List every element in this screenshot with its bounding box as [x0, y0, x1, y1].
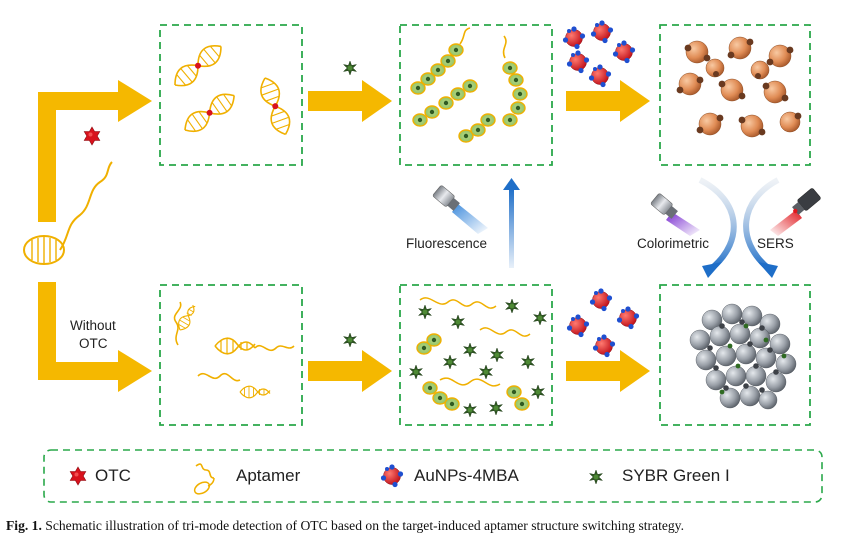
panel-dispersed-aunps — [659, 24, 811, 166]
main-flow-arrows — [38, 80, 650, 392]
caption-label: Fig. 1. — [6, 518, 42, 533]
legend-otc-label: OTC — [95, 466, 131, 485]
panel-aggregated-aunps — [659, 284, 811, 426]
aptamer-otc-complexes — [174, 45, 291, 136]
arrow-top-2 — [566, 80, 650, 122]
legend-sybr-icon — [589, 469, 603, 485]
legend-aptamer-label: Aptamer — [236, 466, 301, 485]
caption-text: Schematic illustration of tri-mode detec… — [45, 518, 684, 533]
legend-aptamer-icon — [193, 463, 215, 495]
figure-caption: Fig. 1. Schematic illustration of tri-mo… — [6, 518, 684, 534]
panel-free-aptamer — [159, 284, 303, 426]
legend-aunp-icon — [380, 463, 404, 488]
legend-sybr-label: SYBR Green I — [622, 466, 730, 485]
colorimetric-lamp-icon — [650, 193, 700, 236]
laser-icon — [770, 188, 821, 236]
panel-fluorescence-on — [399, 24, 553, 166]
aunps-added-top — [562, 19, 636, 88]
aptamer-sybr-panel — [409, 297, 547, 418]
colorimetric-arrow-head — [702, 262, 722, 278]
starting-aptamer — [23, 161, 113, 265]
panel-frames — [159, 24, 811, 426]
fluorescence-arrow-head — [503, 178, 520, 190]
panel-aptamer-otc — [159, 24, 303, 166]
aunps-added-bottom — [566, 287, 640, 358]
legend-otc-icon — [69, 466, 87, 486]
colorimetric-arc — [698, 177, 737, 271]
sers-arrow-head — [758, 262, 778, 278]
aggregated-aunps — [689, 303, 797, 410]
dispersed-aunps — [676, 36, 802, 138]
lamp-icon — [432, 185, 488, 234]
legend-box — [43, 449, 823, 503]
free-aptamers — [173, 301, 295, 399]
fluorescence-arrow-shaft — [509, 188, 514, 268]
fluorescent-complexes — [410, 27, 528, 143]
arrow-top-1 — [308, 80, 392, 122]
sers-label: SERS — [757, 236, 794, 251]
arrow-bottom-2 — [566, 350, 650, 392]
otc-icon — [83, 126, 101, 146]
panel-aptamer-sybr — [399, 284, 553, 426]
without-otc-label-line2: OTC — [79, 336, 108, 351]
sybr-green-icon-bottom — [343, 332, 357, 348]
arrow-bottom-1 — [308, 350, 392, 392]
colorimetric-label: Colorimetric — [637, 236, 710, 251]
fluorescence-label: Fluorescence — [406, 236, 488, 251]
sybr-green-icon — [343, 60, 357, 76]
legend-aunps-label: AuNPs-4MBA — [414, 466, 519, 485]
upper-branch-arrow — [38, 80, 152, 222]
lower-branch-arrow — [38, 282, 152, 392]
without-otc-label-line1: Without — [70, 318, 116, 333]
sers-arc — [743, 177, 780, 271]
